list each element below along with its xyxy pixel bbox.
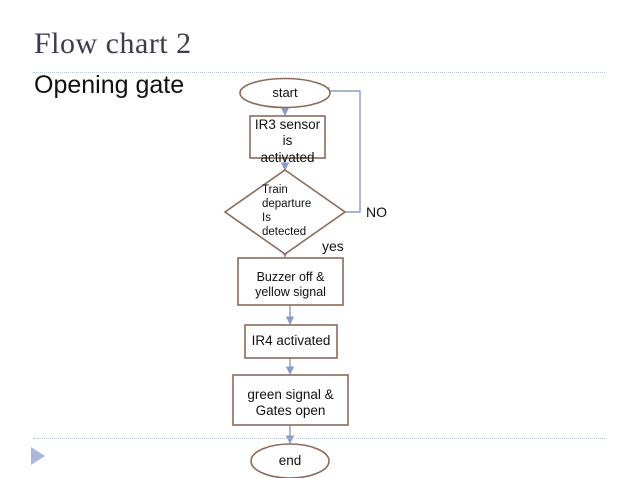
node-end bbox=[250, 443, 330, 478]
node-ir4 bbox=[244, 324, 338, 359]
play-triangle-icon[interactable] bbox=[31, 447, 45, 465]
page-subtitle: Opening gate bbox=[34, 71, 185, 99]
node-gates bbox=[232, 374, 349, 426]
divider-top bbox=[33, 72, 605, 73]
divider-bottom bbox=[33, 438, 605, 439]
connector-group bbox=[280, 86, 361, 444]
page-title: Flow chart 2 bbox=[34, 27, 192, 60]
node-ir3-sensor bbox=[249, 115, 326, 159]
shape-group bbox=[223, 77, 349, 478]
node-decision bbox=[223, 169, 347, 255]
node-buzzer bbox=[237, 257, 344, 306]
node-start bbox=[239, 77, 331, 109]
edge-label-yes: yes bbox=[322, 238, 344, 254]
edge-decision-no-loopback bbox=[321, 86, 361, 213]
edge-label-no: NO bbox=[366, 204, 387, 220]
